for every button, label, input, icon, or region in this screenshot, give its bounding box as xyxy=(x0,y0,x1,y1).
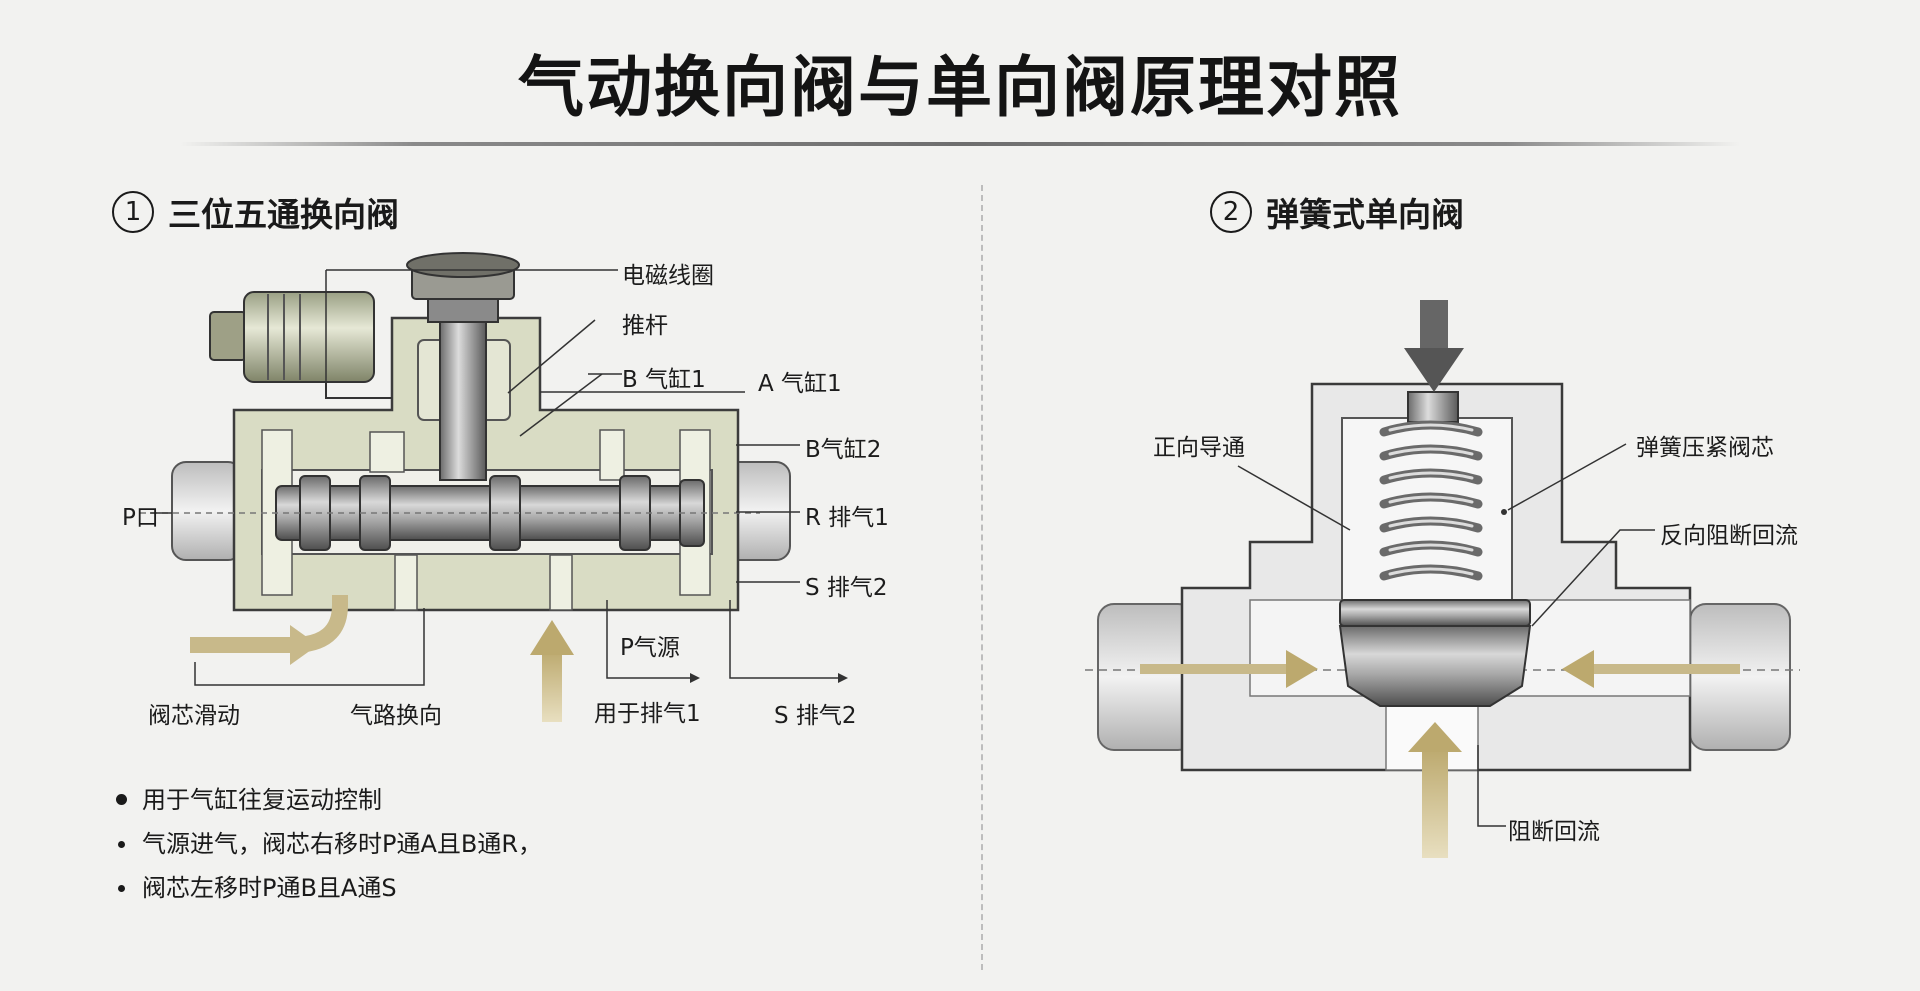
label-spring-presses-poppet: 弹簧压紧阀芯 xyxy=(1636,435,1774,461)
pushrod xyxy=(439,299,487,481)
label-b-cylinder-2: B气缸2 xyxy=(805,437,882,463)
arrow-head xyxy=(290,625,318,665)
label-pushrod: 推杆 xyxy=(622,313,668,339)
title-divider xyxy=(180,142,1740,146)
list-item: 用于气缸往复运动控制 xyxy=(112,778,542,822)
blocked-backflow-arrow xyxy=(1422,748,1448,858)
page-title: 气动换向阀与单向阀原理对照 xyxy=(518,49,1402,126)
number-badge-right: 2 xyxy=(1210,191,1252,233)
label-path-switch: 气路换向 xyxy=(350,703,442,729)
label-p-air-source: P气源 xyxy=(620,635,680,661)
left-section-title: 三位五通换向阀 xyxy=(168,195,399,234)
solenoid-coil xyxy=(243,291,375,383)
valve-poppet xyxy=(1339,599,1531,627)
port-pipe-left xyxy=(171,461,243,561)
air-source-arrow xyxy=(542,650,562,722)
right-section-title: 弹簧式单向阀 xyxy=(1266,195,1464,234)
label-b-cylinder-1: B 气缸1 xyxy=(622,367,706,393)
downward-force-arrow xyxy=(1404,348,1464,392)
outlet-pipe xyxy=(1689,603,1791,751)
bullet-dot-icon xyxy=(116,794,127,805)
label-for-exhaust-1: 用于排气1 xyxy=(594,701,701,727)
label-forward-conduction: 正向导通 xyxy=(1153,435,1245,461)
number-badge-left: 1 xyxy=(112,191,154,233)
label-spool-slide: 阀芯滑动 xyxy=(148,703,240,729)
label-r-exhaust-1: R 排气1 xyxy=(805,505,889,531)
forward-flow-arrow xyxy=(1140,664,1286,674)
list-item: 阀芯左移时P通B且A通S xyxy=(112,866,542,910)
label-s-exhaust-2: S 排气2 xyxy=(805,575,888,601)
left-section-heading: 1 三位五通换向阀 xyxy=(112,188,399,236)
label-a-cylinder-1: A 气缸1 xyxy=(758,371,842,397)
bullet-dot-icon xyxy=(118,841,125,848)
label-solenoid: 电磁线圈 xyxy=(622,263,714,289)
inlet-pipe xyxy=(1097,603,1195,751)
bullet-dot-icon xyxy=(118,885,125,892)
right-section-heading: 2 弹簧式单向阀 xyxy=(1210,188,1464,236)
label-port-p: P口 xyxy=(122,505,159,531)
label-reverse-block: 反向阻断回流 xyxy=(1660,523,1798,549)
label-s-exhaust-2-bottom: S 排气2 xyxy=(774,703,857,729)
label-block-backflow: 阻断回流 xyxy=(1508,819,1600,845)
feature-list: 用于气缸往复运动控制 气源进气，阀芯右移时P通A且B通R， 阀芯左移时P通B且A… xyxy=(112,778,542,910)
reverse-flow-arrow xyxy=(1594,664,1740,674)
list-item: 气源进气，阀芯右移时P通A且B通R， xyxy=(112,822,542,866)
section-divider xyxy=(981,185,983,970)
